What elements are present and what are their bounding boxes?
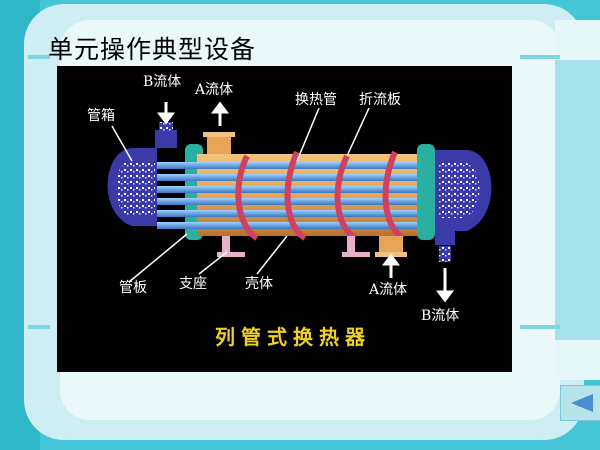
label-fluid-a-out: A流体 bbox=[194, 82, 233, 98]
label-tube-sheet: 管板 bbox=[119, 280, 147, 296]
decor-line bbox=[520, 55, 560, 59]
page-title: 单元操作典型设备 bbox=[48, 30, 256, 66]
decor-line bbox=[28, 55, 50, 59]
right-tube-sheet bbox=[417, 144, 435, 240]
right-head-fluid bbox=[439, 162, 480, 218]
heat-exchanger-diagram: 管箱 B流体 A流体 换热管 折流板 管板 支座 壳体 A流体 B流体 列管式换… bbox=[57, 66, 512, 372]
label-heat-tubes: 换热管 bbox=[295, 91, 337, 108]
background-right-band-accent bbox=[555, 60, 600, 340]
decor-line bbox=[28, 325, 50, 329]
label-fluid-b-out: B流体 bbox=[421, 308, 459, 324]
supports bbox=[217, 236, 370, 257]
b-outlet-flow bbox=[439, 246, 451, 262]
triangle-left-icon bbox=[567, 392, 595, 414]
b-outlet-nozzle bbox=[435, 231, 455, 245]
prev-slide-button[interactable] bbox=[560, 385, 600, 421]
label-baffle: 折流板 bbox=[359, 92, 401, 108]
decor-line bbox=[520, 325, 560, 329]
label-tube-box: 管箱 bbox=[87, 108, 115, 124]
heat-exchanger-figure: 管箱 B流体 A流体 换热管 折流板 管板 支座 壳体 A流体 B流体 列管式换… bbox=[57, 66, 512, 372]
label-fluid-a-in: A流体 bbox=[368, 282, 407, 298]
diagram-caption: 列管式换热器 bbox=[215, 325, 371, 349]
label-shell: 壳体 bbox=[245, 275, 273, 292]
a-inlet-nozzle bbox=[379, 236, 403, 254]
b-inlet-nozzle bbox=[155, 130, 177, 148]
label-support: 支座 bbox=[179, 276, 207, 292]
label-fluid-b-in: B流体 bbox=[143, 74, 181, 90]
left-head-fluid bbox=[116, 161, 155, 216]
